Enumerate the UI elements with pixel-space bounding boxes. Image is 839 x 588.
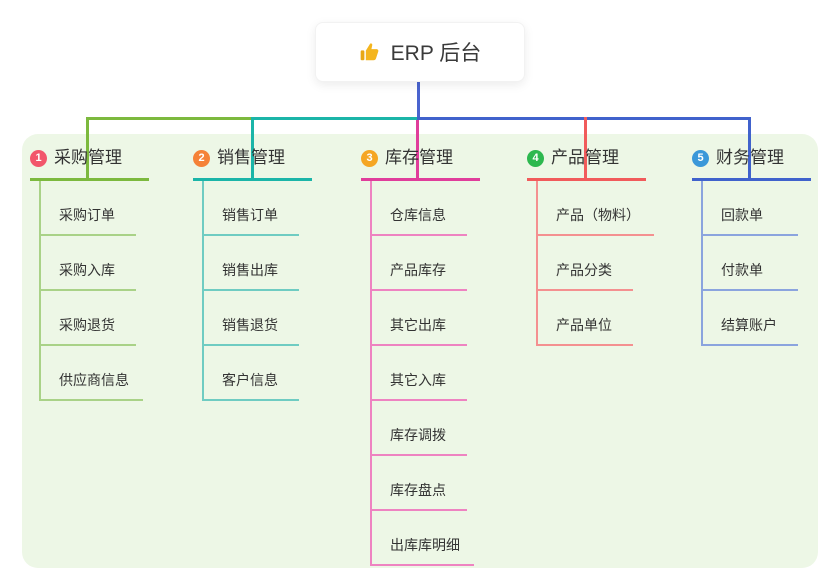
branch-children: 仓库信息 产品库存 其它出库 其它入库 库存调拨 库存盘点 出库库明细	[370, 181, 474, 566]
branch-children: 回款单 付款单 结算账户	[701, 181, 798, 346]
node-item[interactable]: 采购入库	[41, 236, 136, 291]
connector-drop-sales	[251, 117, 254, 178]
badge-2: 2	[193, 149, 210, 167]
branch-title-finance[interactable]: 5 财务管理	[692, 146, 811, 181]
node-label: 产品（物料）	[556, 207, 640, 223]
connector-drop-purchase	[86, 117, 89, 178]
branch-children: 采购订单 采购入库 采购退货 供应商信息	[39, 181, 143, 401]
node-label: 销售退货	[222, 317, 278, 333]
branch-product: 4 产品管理 产品（物料） 产品分类 产品单位	[527, 146, 654, 346]
node-item[interactable]: 产品单位	[538, 291, 633, 346]
badge-1: 1	[30, 149, 47, 167]
node-label: 产品库存	[390, 262, 446, 278]
badge-5: 5	[692, 149, 709, 167]
node-label: 采购退货	[59, 317, 115, 333]
node-label: 采购订单	[59, 207, 115, 223]
badge-3: 3	[361, 149, 378, 167]
branch-purchase: 1 采购管理 采购订单 采购入库 采购退货 供应商信息	[30, 146, 149, 401]
node-item[interactable]: 回款单	[703, 181, 798, 236]
connector-drop-inventory	[416, 120, 419, 178]
branch-title-label: 采购管理	[54, 148, 122, 167]
root-label: ERP 后台	[390, 42, 482, 65]
node-label: 供应商信息	[59, 372, 129, 388]
branch-inventory: 3 库存管理 仓库信息 产品库存 其它出库 其它入库 库存调拨 库存盘点 出库库…	[361, 146, 480, 566]
node-item[interactable]: 销售订单	[204, 181, 299, 236]
node-item[interactable]: 其它出库	[372, 291, 467, 346]
node-item[interactable]: 付款单	[703, 236, 798, 291]
node-item[interactable]: 库存调拨	[372, 401, 467, 456]
node-label: 其它出库	[390, 317, 446, 333]
connector-root-stem	[417, 79, 420, 118]
node-label: 仓库信息	[390, 207, 446, 223]
branch-finance: 5 财务管理 回款单 付款单 结算账户	[692, 146, 811, 346]
node-item[interactable]: 销售出库	[204, 236, 299, 291]
branch-sales: 2 销售管理 销售订单 销售出库 销售退货 客户信息	[193, 146, 312, 401]
node-item[interactable]: 产品分类	[538, 236, 633, 291]
branch-children: 销售订单 销售出库 销售退货 客户信息	[202, 181, 299, 401]
node-label: 销售订单	[222, 207, 278, 223]
node-item[interactable]: 产品（物料）	[538, 181, 654, 236]
node-label: 客户信息	[222, 372, 278, 388]
connector-drop-product	[584, 117, 587, 178]
branch-title-inventory[interactable]: 3 库存管理	[361, 146, 480, 181]
node-label: 库存盘点	[390, 482, 446, 498]
node-label: 库存调拨	[390, 427, 446, 443]
branch-title-sales[interactable]: 2 销售管理	[193, 146, 312, 181]
node-item[interactable]: 采购退货	[41, 291, 136, 346]
branch-title-label: 财务管理	[716, 148, 784, 167]
node-label: 回款单	[721, 207, 763, 223]
node-item[interactable]: 销售退货	[204, 291, 299, 346]
node-label: 其它入库	[390, 372, 446, 388]
connector-bus-green	[86, 117, 253, 120]
connector-bus-teal	[251, 117, 418, 120]
node-item[interactable]: 结算账户	[703, 291, 798, 346]
badge-4: 4	[527, 149, 544, 167]
thumbs-up-icon	[359, 41, 381, 63]
node-label: 销售出库	[222, 262, 278, 278]
branch-title-purchase[interactable]: 1 采购管理	[30, 146, 149, 181]
branch-title-label: 库存管理	[385, 148, 453, 167]
node-item[interactable]: 仓库信息	[372, 181, 467, 236]
node-item[interactable]: 产品库存	[372, 236, 467, 291]
node-label: 结算账户	[721, 317, 777, 333]
node-item[interactable]: 出库库明细	[372, 511, 474, 566]
root-node[interactable]: ERP 后台	[315, 22, 525, 82]
node-item[interactable]: 其它入库	[372, 346, 467, 401]
node-label: 出库库明细	[390, 537, 460, 553]
node-item[interactable]: 采购订单	[41, 181, 136, 236]
node-label: 产品分类	[556, 262, 612, 278]
branch-children: 产品（物料） 产品分类 产品单位	[536, 181, 654, 346]
node-item[interactable]: 库存盘点	[372, 456, 467, 511]
branch-title-label: 产品管理	[551, 148, 619, 167]
branch-title-product[interactable]: 4 产品管理	[527, 146, 646, 181]
node-label: 产品单位	[556, 317, 612, 333]
node-item[interactable]: 供应商信息	[41, 346, 143, 401]
connector-drop-finance	[748, 117, 751, 178]
branch-title-label: 销售管理	[217, 148, 285, 167]
node-label: 付款单	[721, 262, 763, 278]
branches-panel	[22, 134, 818, 568]
node-label: 采购入库	[59, 262, 115, 278]
node-item[interactable]: 客户信息	[204, 346, 299, 401]
